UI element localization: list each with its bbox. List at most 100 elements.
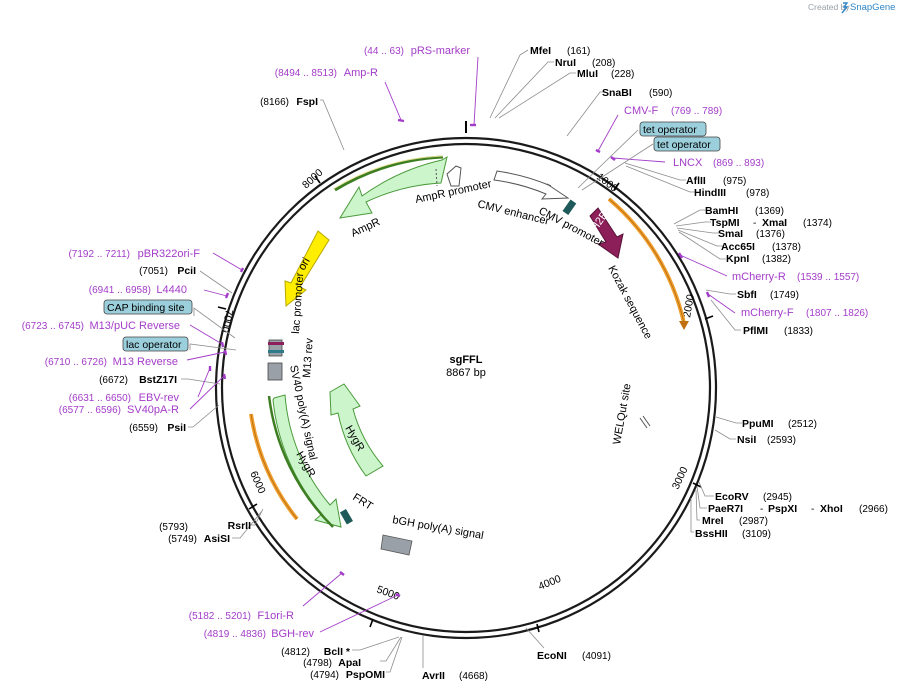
site-mrei[interactable]: MreI bbox=[702, 515, 724, 527]
primer-pbr322ori-f-pos: (7192 .. 7211) bbox=[68, 249, 130, 260]
primer-prs-marker[interactable]: pRS-marker bbox=[411, 45, 471, 57]
primer-ebv-rev-pos: (6631 .. 6650) bbox=[69, 393, 131, 404]
sv40-polya-box bbox=[267, 362, 283, 381]
site-pspomi[interactable]: PspOMI bbox=[346, 669, 385, 681]
site-mrei-pos: (2987) bbox=[739, 516, 768, 527]
site-mlui-pos: (228) bbox=[611, 69, 634, 80]
primer-mcherry-r[interactable]: mCherry-R bbox=[732, 271, 786, 283]
site-pcii-pos: (7051) bbox=[139, 266, 168, 277]
primer-l4440[interactable]: L4440 bbox=[156, 284, 187, 296]
primer-prs-marker-pos: (44 .. 63) bbox=[364, 46, 404, 57]
lac-promoter-label: lac promoter bbox=[290, 272, 306, 334]
site-aflii-pos: (975) bbox=[723, 176, 746, 187]
site-rsrii-pos: (5793) bbox=[159, 522, 188, 533]
site-nrui[interactable]: NruI bbox=[555, 57, 576, 69]
site-ppumi[interactable]: PpuMI bbox=[742, 418, 774, 430]
site-apai-pos: (4798) bbox=[303, 658, 332, 669]
primer-sv40pa-r-pos: (6577 .. 6596) bbox=[59, 405, 121, 416]
welqut-mark-b bbox=[642, 415, 651, 427]
site-rsrii[interactable]: RsrII bbox=[228, 520, 251, 532]
site-sbfi[interactable]: SbfI bbox=[737, 289, 757, 301]
site-paer7i-sep: - bbox=[760, 504, 763, 515]
tet-operator-label-1: tet operator bbox=[643, 124, 697, 136]
site-snabi[interactable]: SnaBI bbox=[602, 87, 632, 99]
site-nsii[interactable]: NsiI bbox=[737, 434, 756, 446]
primer-amp-r[interactable]: Amp-R bbox=[344, 67, 378, 79]
site-bsshii-pos: (3109) bbox=[742, 529, 771, 540]
orf-arrowhead-right bbox=[679, 321, 689, 330]
site-hindiii[interactable]: HindIII bbox=[694, 187, 726, 199]
site-bamhi[interactable]: BamHI bbox=[705, 205, 738, 217]
plasmid-size: 8867 bp bbox=[446, 367, 486, 379]
site-avrii-pos: (4668) bbox=[459, 671, 488, 682]
site-aflii[interactable]: AflII bbox=[686, 175, 706, 187]
tick-marks bbox=[217, 175, 714, 633]
primer-lncx[interactable]: LNCX bbox=[673, 157, 703, 169]
hygr-outer-orf-line bbox=[267, 395, 334, 528]
site-bcli-pos: (4812) bbox=[281, 647, 310, 658]
tet-operator-label-2: tet operator bbox=[657, 139, 711, 151]
ampr-arrow bbox=[339, 155, 448, 219]
site-bsshii[interactable]: BssHII bbox=[695, 528, 728, 540]
primer-mcherry-f[interactable]: mCherry-F bbox=[741, 307, 794, 319]
site-xmai[interactable]: XmaI bbox=[762, 217, 787, 229]
primer-ebv-rev[interactable]: EBV-rev bbox=[139, 392, 180, 404]
site-acc65i[interactable]: Acc65I bbox=[721, 241, 755, 253]
tick-label-3000: 3000 bbox=[670, 465, 691, 491]
site-pcii[interactable]: PciI bbox=[177, 265, 196, 277]
site-fspi[interactable]: FspI bbox=[296, 96, 318, 108]
site-avrii[interactable]: AvrII bbox=[422, 670, 445, 682]
primer-sv40pa-r[interactable]: SV40pA-R bbox=[127, 404, 179, 416]
bgh-polya-label: bGH poly(A) signal bbox=[391, 514, 484, 542]
primer-f1ori-r-pos: (5182 .. 5201) bbox=[189, 611, 251, 622]
site-pspxi[interactable]: PspXI bbox=[768, 503, 797, 515]
primer-m13-puc-reverse[interactable]: M13/pUC Reverse bbox=[90, 320, 180, 332]
primer-f1ori-r[interactable]: F1ori-R bbox=[257, 610, 294, 622]
site-bamhi-pos: (1369) bbox=[755, 206, 784, 217]
site-smai[interactable]: SmaI bbox=[718, 228, 743, 240]
site-asisi[interactable]: AsiSI bbox=[204, 533, 230, 545]
primer-lncx-pos: (869 .. 893) bbox=[713, 158, 764, 169]
site-econi[interactable]: EcoNI bbox=[537, 650, 567, 662]
site-smai-pos: (1376) bbox=[756, 229, 785, 240]
lac-operator-box[interactable]: lac operator bbox=[122, 336, 189, 352]
site-bcli[interactable]: BclI * bbox=[324, 646, 351, 658]
site-psii[interactable]: PsiI bbox=[167, 422, 186, 434]
site-xhoi[interactable]: XhoI bbox=[820, 503, 843, 515]
orf-arc-right-core bbox=[608, 198, 685, 324]
site-nsii-pos: (2593) bbox=[767, 435, 796, 446]
frt-box bbox=[339, 508, 353, 525]
cap-binding-site-box[interactable]: CAP binding site bbox=[103, 299, 193, 315]
primer-bgh-rev[interactable]: BGH-rev bbox=[271, 628, 314, 640]
site-ecorv[interactable]: EcoRV bbox=[715, 491, 749, 503]
site-mlui[interactable]: MluI bbox=[577, 68, 598, 80]
welqut-mark-a bbox=[639, 417, 648, 429]
m13-rev-label: M13 rev bbox=[301, 337, 316, 378]
backbone-outer bbox=[214, 136, 718, 640]
site-tspmi[interactable]: TspMI bbox=[710, 217, 740, 229]
tet-operator-box-1[interactable]: tet operator bbox=[639, 121, 707, 137]
primer-cmv-f[interactable]: CMV-F bbox=[624, 105, 659, 117]
site-leaders bbox=[181, 49, 742, 673]
primers: pRS-marker (44 .. 63) Amp-R (8494 .. 851… bbox=[22, 45, 869, 640]
primer-m13-reverse-pos: (6710 .. 6726) bbox=[45, 357, 107, 368]
bgh-polya-box bbox=[380, 534, 413, 556]
tick-label-8000: 8000 bbox=[300, 167, 326, 192]
site-pspomi-pos: (4794) bbox=[310, 670, 339, 681]
primer-pbr322ori-f[interactable]: pBR322ori-F bbox=[138, 248, 201, 260]
tick-label-7000: 7000 bbox=[219, 308, 235, 333]
primer-m13-reverse[interactable]: M13 Reverse bbox=[113, 356, 178, 368]
primer-l4440-pos: (6941 .. 6958) bbox=[89, 285, 151, 296]
site-pflmi[interactable]: PflMI bbox=[743, 325, 768, 337]
cmv-arrow bbox=[493, 170, 570, 200]
site-mfei[interactable]: MfeI bbox=[530, 45, 551, 57]
site-paer7i[interactable]: PaeR7I bbox=[708, 503, 743, 515]
snapgene-logo: SnapGene bbox=[850, 2, 895, 13]
site-apai[interactable]: ApaI bbox=[338, 657, 361, 669]
site-snabi-pos: (590) bbox=[649, 88, 672, 99]
site-kpni[interactable]: KpnI bbox=[726, 253, 749, 265]
site-psii-pos: (6559) bbox=[129, 423, 158, 434]
tet-operator-box-2[interactable]: tet operator bbox=[653, 136, 721, 152]
site-bstz17i[interactable]: BstZ17I bbox=[139, 374, 177, 386]
primer-cmv-f-pos: (769 .. 789) bbox=[671, 106, 722, 117]
